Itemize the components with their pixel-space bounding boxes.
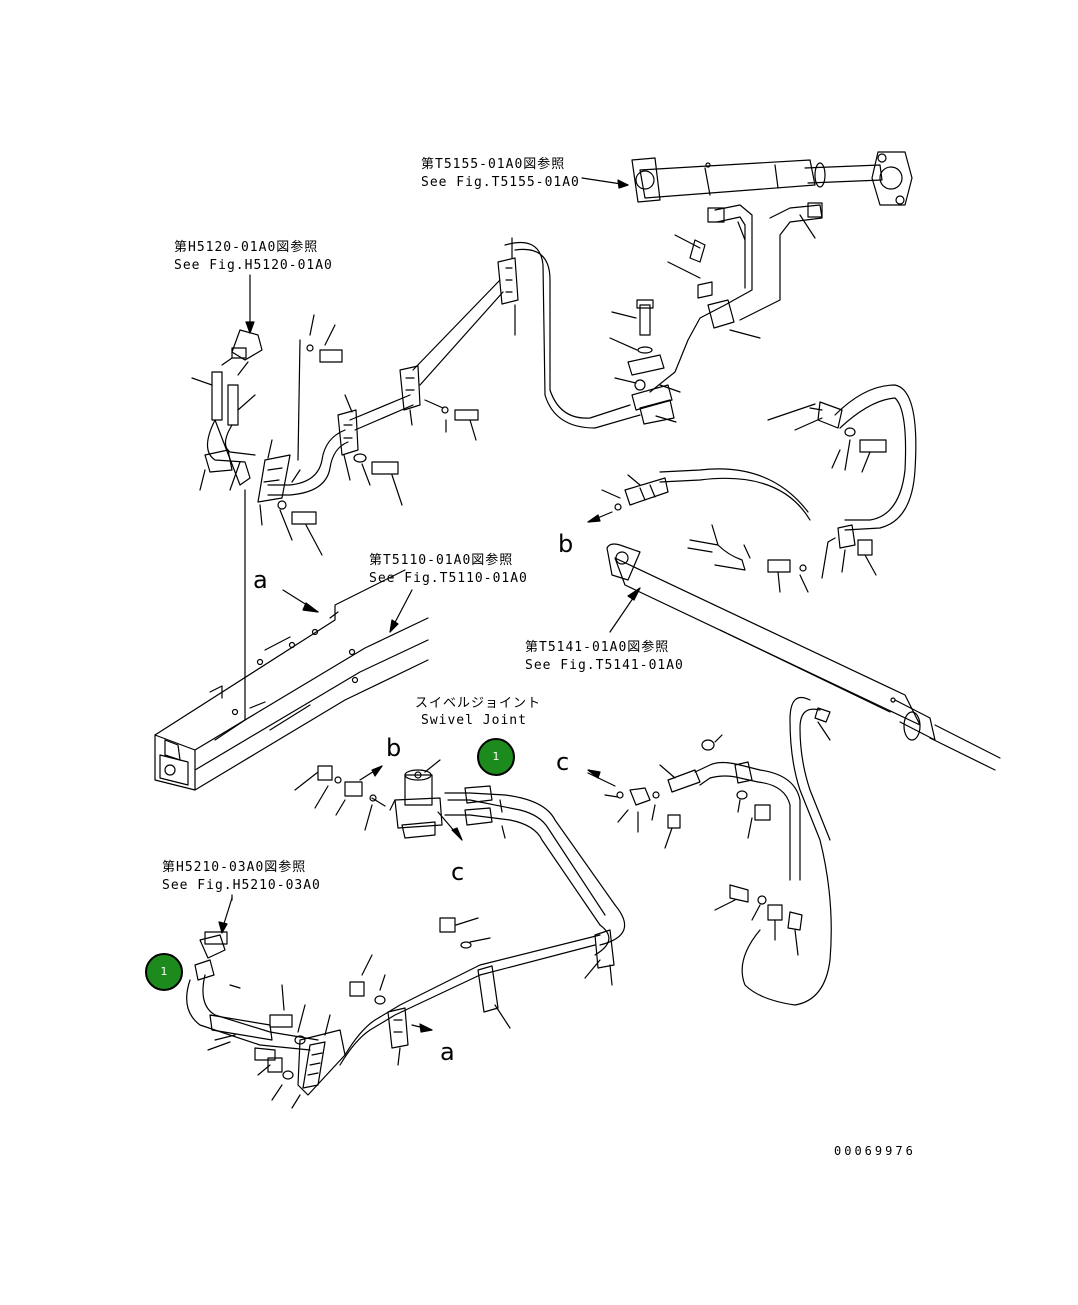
- upper-cylinder-assembly: [582, 152, 912, 205]
- marker-c-upper: c: [556, 748, 570, 776]
- ref-h5210-en: See Fig.H5210-03A0: [162, 878, 321, 893]
- ref-t5141-ja: 第T5141-01A0図参照: [525, 640, 670, 655]
- lower-left-assembly: [187, 898, 614, 1108]
- swivel-joint-label-ja: スイベルジョイント: [415, 696, 542, 711]
- marker-a-lower: a: [440, 1038, 455, 1066]
- ref-h5210-ja: 第H5210-03A0図参照: [162, 860, 307, 875]
- right-hose-loop: [588, 385, 916, 592]
- swivel-joint-assembly: [295, 760, 625, 955]
- marker-b-lower: b: [386, 734, 402, 762]
- ref-t5141-en: See Fig.T5141-01A0: [525, 658, 684, 673]
- upper-hoses: [650, 203, 822, 392]
- marker-a-upper: a: [253, 566, 268, 594]
- marker-b-upper: b: [558, 530, 574, 558]
- swivel-joint-label-en: Swivel Joint: [421, 713, 527, 728]
- ref-t5155-en: See Fig.T5155-01A0: [421, 175, 580, 190]
- marker-c-lower: c: [451, 858, 465, 886]
- callout-badge-1-lower[interactable]: 1: [145, 953, 183, 991]
- ref-t5110-ja: 第T5110-01A0図参照: [369, 553, 514, 568]
- drawing-number: 00069976: [834, 1144, 916, 1158]
- ref-h5120-ja: 第H5120-01A0図参照: [174, 240, 319, 255]
- ref-t5110-en: See Fig.T5110-01A0: [369, 571, 528, 586]
- boom-body: [155, 490, 428, 790]
- clamp-cluster-mid: [610, 300, 680, 424]
- callout-badge-1-swivel[interactable]: 1: [477, 738, 515, 776]
- ref-t5155-ja: 第T5155-01A0図参照: [421, 157, 566, 172]
- right-lower-assembly: [588, 698, 831, 1006]
- left-upper-assembly: [192, 308, 342, 555]
- arm-cylinder-assembly: [607, 544, 1000, 770]
- ref-h5120-en: See Fig.H5120-01A0: [174, 258, 333, 273]
- main-boom-pipe: [268, 238, 640, 505]
